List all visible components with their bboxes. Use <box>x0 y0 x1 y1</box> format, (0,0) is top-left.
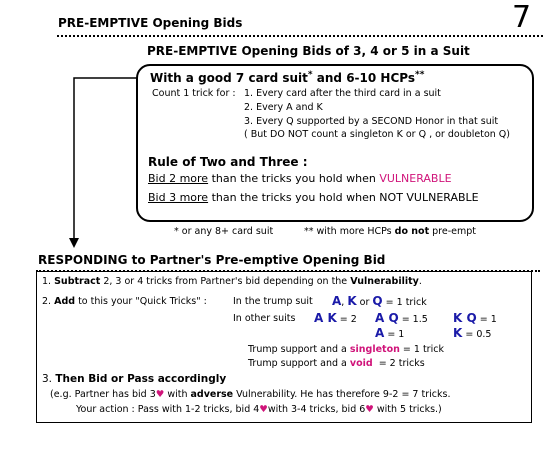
rule-title: Rule of Two and Three : <box>148 155 308 169</box>
footnote-more-hcps: ** with more HCPs do not pre-empt <box>304 226 476 237</box>
other-suits-item: K = 0.5 <box>453 326 492 340</box>
other-suits-item: A Q = 1.5 <box>375 311 428 325</box>
preempt-rules-box <box>136 64 534 222</box>
page-number: 7 <box>512 0 532 35</box>
responding-box <box>36 271 532 423</box>
step-subtract: 1. Subtract 2, 3 or 4 tricks from Partne… <box>42 276 422 287</box>
condition-heading: With a good 7 card suit* and 6-10 HCPs** <box>150 70 425 85</box>
count-item: 2. Every A and K <box>244 102 323 113</box>
trump-suit-label: In the trump suit <box>233 296 313 307</box>
support-void: Trump support and a void = 2 tricks <box>248 358 425 369</box>
other-suits-item: A K = 2 <box>314 311 357 325</box>
trump-suit-value: A, K or Q = 1 trick <box>332 294 427 308</box>
count-item: 3. Every Q supported by a SECOND Honor i… <box>244 116 499 127</box>
arrow-connector <box>69 77 145 248</box>
other-suits-item: K Q = 1 <box>453 311 497 325</box>
rule-line: Bid 2 more than the tricks you hold when… <box>148 172 452 185</box>
other-suits-label: In other suits <box>233 313 296 324</box>
footnote-8-card-suit: * or any 8+ card suit <box>174 226 274 237</box>
rule-line: Bid 3 more than the tricks you hold when… <box>148 191 479 204</box>
page-title: PRE-EMPTIVE Opening Bids <box>58 16 243 30</box>
count-item: ( But DO NOT count a singleton K or Q , … <box>244 129 510 140</box>
section2-title: RESPONDING to Partner's Pre-emptive Open… <box>38 253 386 267</box>
header-divider <box>57 35 543 37</box>
example-line-2: Your action : Pass with 1-2 tricks, bid … <box>76 404 442 415</box>
section1-title: PRE-EMPTIVE Opening Bids of 3, 4 or 5 in… <box>147 44 470 58</box>
step-bid-or-pass: 3. Then Bid or Pass accordingly <box>42 373 227 385</box>
other-suits-item: A = 1 <box>375 326 405 340</box>
count-label: Count 1 trick for : <box>152 88 236 99</box>
example-line-1: (e.g. Partner has bid 3♥ with adverse Vu… <box>50 389 451 400</box>
count-item: 1. Every card after the third card in a … <box>244 88 441 99</box>
support-singleton: Trump support and a singleton = 1 trick <box>248 344 444 355</box>
step-add: 2. Add to this your "Quick Tricks" : <box>42 296 207 307</box>
